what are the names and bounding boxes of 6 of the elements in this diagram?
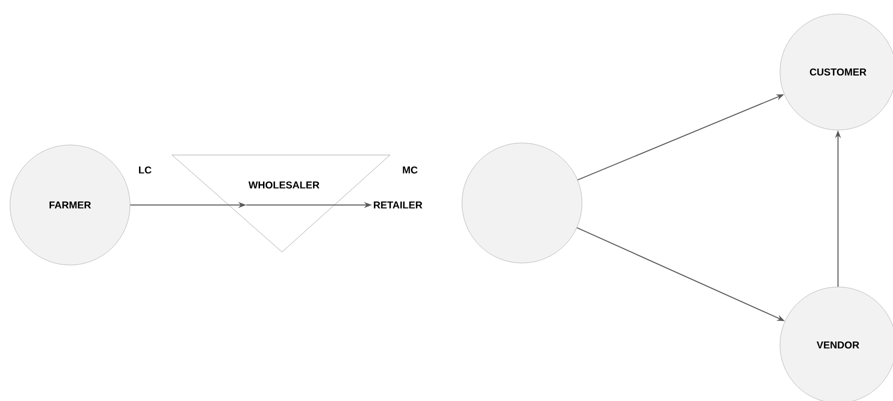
circle-node <box>462 142 582 264</box>
circle-node: CUSTOMER <box>780 14 893 130</box>
curve-label: MC <box>402 166 418 174</box>
curve-label: LC <box>139 166 152 174</box>
circle-node: VENDOR <box>780 286 893 401</box>
circle-node: FARMER <box>10 144 130 266</box>
